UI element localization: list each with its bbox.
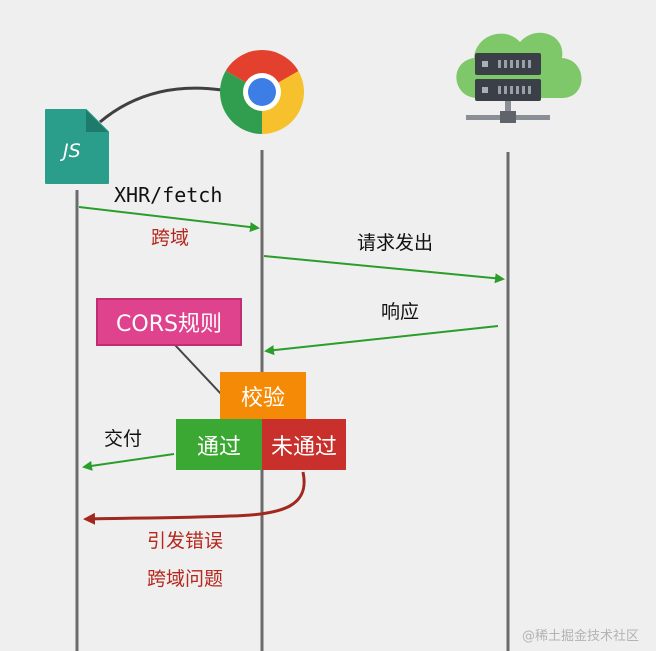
pass-box: 通过	[176, 419, 262, 470]
chrome-icon	[220, 50, 304, 134]
response-label: 响应	[381, 301, 420, 323]
deliver-arrow	[82, 453, 175, 471]
cross-origin-issue-label: 跨域问题	[147, 568, 224, 590]
fail-box: 未通过	[262, 419, 346, 470]
deliver-label: 交付	[104, 428, 143, 450]
fail-label: 未通过	[270, 434, 337, 460]
cors-rules-label: CORS规则	[116, 312, 222, 337]
js-browser-connector	[99, 86, 223, 124]
error-arrow	[83, 471, 306, 525]
request-arrow	[78, 206, 260, 233]
cross-origin-label: 跨域	[151, 227, 190, 249]
js-file-icon	[45, 109, 109, 184]
pass-label: 通过	[196, 434, 241, 460]
server-cloud-icon	[456, 32, 582, 123]
watermark: @稀土掘金技术社区	[522, 629, 640, 644]
response-arrow	[264, 325, 499, 356]
validate-label: 校验	[240, 385, 285, 411]
rules-connector	[174, 344, 223, 396]
request-label: XHR/fetch	[114, 183, 223, 207]
request-sent-label: 请求发出	[357, 232, 434, 254]
raise-error-label: 引发错误	[147, 530, 224, 552]
cors-rules-box: CORS规则	[96, 298, 242, 346]
forward-arrow	[263, 255, 505, 284]
validate-box: 校验	[220, 372, 306, 419]
js-file-label: JS	[63, 140, 81, 162]
